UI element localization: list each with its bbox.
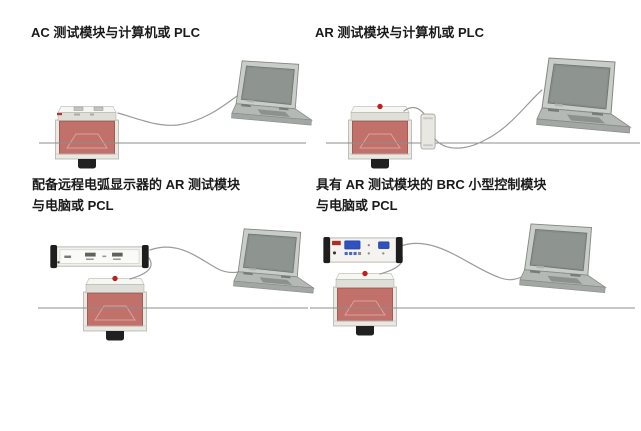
- caption-remote-arc-display: 配备远程电弧显示器的 AR 测试模块 与电脑或 PCL: [32, 174, 240, 216]
- cable: [149, 246, 240, 274]
- brc-mini-control-module: [322, 236, 404, 264]
- caption-line-2: 与电脑或 PCL: [316, 198, 398, 213]
- ar-test-module: [82, 275, 148, 342]
- remote-arc-display: [49, 244, 150, 269]
- module-logo: [57, 113, 62, 116]
- ar-test-module: [332, 270, 398, 337]
- module-led: [377, 103, 383, 110]
- module-led: [362, 270, 368, 277]
- cable: [400, 242, 525, 281]
- caption-ac-module: AC 测试模块与计算机或 PLC: [31, 25, 201, 40]
- cable: [403, 106, 426, 116]
- caption-line-2: 与电脑或 PCL: [32, 198, 114, 213]
- module-led: [112, 275, 118, 282]
- diagram-brc-control-module-with-ar-module: [310, 223, 635, 337]
- cable: [434, 89, 543, 149]
- laptop: [519, 223, 606, 294]
- caption-line-1: 配备远程电弧显示器的 AR 测试模块: [32, 177, 241, 192]
- laptop: [536, 57, 631, 134]
- cable: [129, 257, 152, 280]
- interface-adapter: [420, 113, 436, 150]
- caption-brc-control-module: 具有 AR 测试模块的 BRC 小型控制模块 与电脑或 PCL: [316, 174, 546, 216]
- diagram-ac-module-with-computer: [39, 60, 313, 170]
- ac-test-module: [54, 105, 120, 170]
- cable: [117, 95, 238, 126]
- diagram-ar-module-with-computer: [326, 57, 640, 170]
- caption-ar-module: AR 测试模块与计算机或 PLC: [315, 25, 485, 40]
- module-connector: [73, 106, 84, 111]
- laptop: [233, 228, 315, 294]
- diagram-ar-module-with-remote-arc-display: [38, 228, 315, 342]
- module-connector: [93, 106, 104, 111]
- ar-test-module: [347, 103, 413, 170]
- module-label: [74, 113, 80, 116]
- laptop: [231, 60, 313, 126]
- module-label: [90, 113, 94, 116]
- caption-line-1: 具有 AR 测试模块的 BRC 小型控制模块: [316, 177, 547, 192]
